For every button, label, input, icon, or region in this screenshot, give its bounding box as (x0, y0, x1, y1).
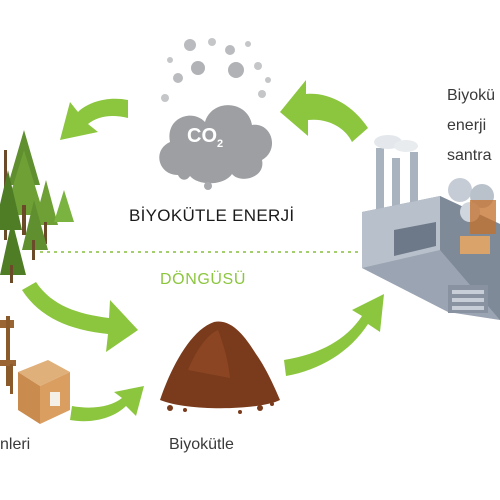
trees-icon (0, 130, 74, 283)
diagram-title: BİYOKÜTLE ENERJİ (129, 206, 295, 225)
plant-label-line1: Biyokü (447, 87, 496, 104)
cycle-arrow-icon (22, 80, 384, 422)
factory-icon (362, 135, 500, 320)
diagram-subtitle: DÖNGÜSÜ (160, 271, 246, 288)
co2-label: CO2 (187, 125, 224, 150)
box-icon (18, 360, 70, 424)
biomass-label: Biyokütle (169, 436, 234, 453)
products-label: nleri (0, 436, 31, 453)
plant-label-line2: enerji (447, 117, 487, 134)
co2-cloud-icon (159, 38, 273, 190)
chair-icon (0, 316, 16, 394)
soil-pile-icon (160, 321, 280, 414)
plant-label-line3: santra (447, 147, 492, 164)
